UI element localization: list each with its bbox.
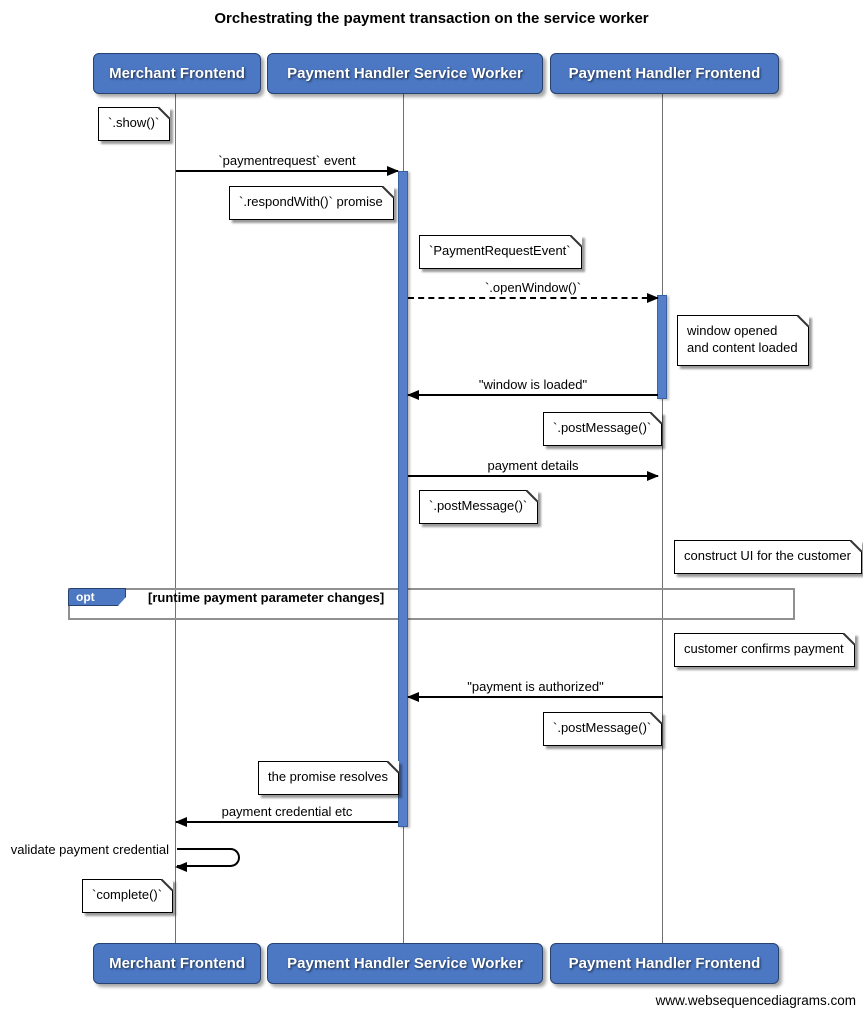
actor-top-merchant-frontend: Merchant Frontend [93, 53, 261, 94]
note-complete: `complete()` [82, 879, 174, 913]
message-validate-payment-credential-label: validate payment credential [10, 842, 169, 857]
message-window-is-loaded: "window is loaded" [407, 376, 658, 400]
note-fold-icon [161, 879, 174, 891]
note-fold-icon [650, 412, 663, 424]
actor-bottom-merchant-frontend: Merchant Frontend [93, 943, 261, 984]
note-fold-icon [849, 540, 862, 552]
activation-payment-handler-frontend [657, 295, 667, 399]
message-line [408, 696, 663, 698]
actor-label: Merchant Frontend [109, 955, 245, 972]
note-paymentrequestevent: `PaymentRequestEvent` [419, 235, 582, 269]
note-fold-icon [158, 107, 171, 119]
message-label: payment details [487, 458, 579, 473]
lifeline-payment-handler-frontend [662, 92, 663, 943]
actor-label: Payment Handler Service Worker [287, 955, 523, 972]
note-fold-icon [569, 235, 582, 247]
message-label: "window is loaded" [478, 377, 588, 392]
note-show: `.show()` [98, 107, 171, 141]
note-fold-icon [842, 633, 855, 645]
message-line [176, 821, 398, 823]
actor-label: Payment Handler Frontend [568, 65, 761, 82]
message-paymentrequest-event: `paymentrequest` event [176, 152, 399, 176]
arrowhead-right-icon [387, 166, 399, 176]
message-openwindow: `.openWindow()` [408, 279, 659, 303]
actor-top-payment-handler-frontend: Payment Handler Frontend [550, 53, 779, 94]
note-text: customer confirms payment [684, 641, 844, 656]
message-line [176, 170, 398, 172]
note-fold-icon [386, 761, 399, 773]
websequencediagrams-credit: www.websequencediagrams.com [655, 993, 856, 1008]
note-respondwith-promise: `.respondWith()` promise [229, 186, 394, 220]
message-payment-credential-etc: payment credential etc [175, 803, 398, 827]
activation-service-worker [398, 171, 408, 827]
note-text: construct UI for the customer [684, 548, 851, 563]
note-construct-ui: construct UI for the customer [674, 540, 862, 574]
note-text: window opened and content loaded [687, 323, 798, 355]
note-fold-icon [796, 315, 809, 327]
arrowhead-left-icon [407, 692, 419, 702]
arrowhead-left-icon [407, 390, 419, 400]
message-label: "payment is authorized" [467, 679, 604, 694]
message-payment-details: payment details [408, 457, 659, 481]
message-label: `paymentrequest` event [218, 153, 356, 168]
note-text: `.postMessage()` [429, 498, 528, 513]
note-promise-resolves: the promise resolves [258, 761, 399, 795]
note-postmessage-2: `.postMessage()` [419, 490, 539, 524]
note-text: `.respondWith()` promise [239, 194, 383, 209]
note-window-opened: window opened and content loaded [677, 315, 809, 366]
actor-label: Merchant Frontend [109, 65, 245, 82]
message-line [408, 297, 658, 299]
actor-label: Payment Handler Frontend [568, 955, 761, 972]
arrowhead-right-icon [647, 293, 659, 303]
message-label: payment credential etc [221, 804, 353, 819]
actor-label: Payment Handler Service Worker [287, 65, 523, 82]
note-text: `PaymentRequestEvent` [429, 243, 571, 258]
diagram-title: Orchestrating the payment transaction on… [214, 10, 649, 27]
opt-fragment-guard: [runtime payment parameter changes] [148, 590, 385, 605]
arrowhead-left-icon [175, 817, 187, 827]
note-text: `.postMessage()` [553, 720, 652, 735]
note-fold-icon [650, 712, 663, 724]
note-text: `complete()` [92, 887, 163, 902]
note-postmessage-1: `.postMessage()` [543, 412, 663, 446]
actor-bottom-payment-handler-service-worker: Payment Handler Service Worker [267, 943, 543, 984]
opt-fragment-frame: opt [runtime payment parameter changes] [68, 588, 795, 620]
arrowhead-right-icon [647, 471, 659, 481]
note-customer-confirms: customer confirms payment [674, 633, 855, 667]
actor-bottom-payment-handler-frontend: Payment Handler Frontend [550, 943, 779, 984]
note-text: the promise resolves [268, 769, 388, 784]
note-postmessage-3: `.postMessage()` [543, 712, 663, 746]
note-fold-icon [526, 490, 539, 502]
message-validate-payment-credential-loop [175, 848, 240, 872]
actor-top-payment-handler-service-worker: Payment Handler Service Worker [267, 53, 543, 94]
arrowhead-left-icon [175, 862, 187, 872]
note-fold-icon [381, 186, 394, 198]
message-line [408, 394, 658, 396]
message-payment-is-authorized: "payment is authorized" [407, 678, 663, 702]
message-line [408, 475, 658, 477]
opt-fragment-operator: opt [68, 588, 126, 606]
lifeline-merchant-frontend [175, 92, 176, 943]
note-text: `.show()` [108, 115, 160, 130]
message-label: `.openWindow()` [484, 280, 582, 295]
note-text: `.postMessage()` [553, 420, 652, 435]
